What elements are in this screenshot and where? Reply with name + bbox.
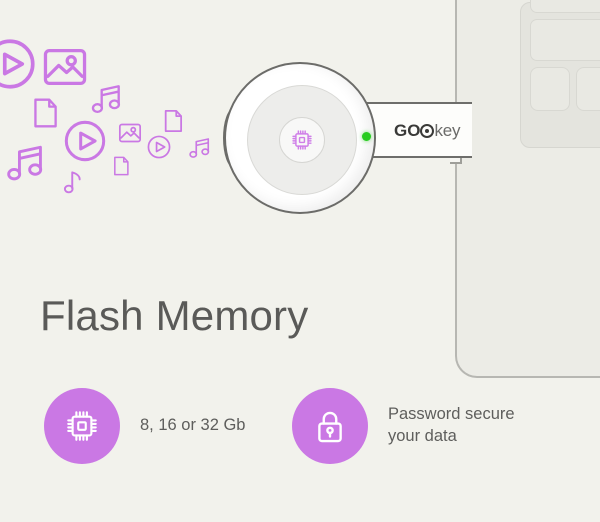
- play-circle-icon: [64, 120, 106, 162]
- keyboard-key: [576, 67, 600, 111]
- device-center: [279, 117, 325, 163]
- feature-capacity: 8, 16 or 32 Gb: [44, 388, 246, 464]
- status-led: [362, 132, 371, 141]
- logo-go-text: GO: [394, 121, 421, 140]
- keyboard-key: [530, 0, 600, 13]
- music-note-icon: [7, 145, 43, 181]
- feature-label: 8, 16 or 32 Gb: [140, 416, 246, 435]
- image-icon: [118, 123, 142, 143]
- chip-icon: [67, 411, 97, 441]
- document-icon: [164, 109, 183, 133]
- keyboard-key: [530, 19, 600, 61]
- music-note-icon: [63, 171, 81, 194]
- keyboard: [520, 0, 600, 148]
- feature-security: Password secure your data: [292, 388, 515, 464]
- play-circle-icon: [147, 135, 171, 159]
- page-title: Flash Memory: [40, 292, 309, 339]
- gokey-device: GO key: [223, 62, 472, 222]
- document-icon: [114, 156, 129, 176]
- feature-badge: [44, 388, 120, 464]
- feature-badge: [292, 388, 368, 464]
- image-icon: [43, 48, 87, 86]
- gokey-logo: GO key: [394, 118, 474, 144]
- device-body: [224, 62, 376, 214]
- laptop-illustration: [455, 0, 600, 378]
- music-note-icon: [91, 85, 121, 114]
- keyboard-key: [530, 67, 570, 111]
- play-circle-icon: [0, 39, 35, 89]
- music-note-icon: [189, 138, 210, 158]
- logo-key-text: key: [434, 121, 461, 140]
- document-icon: [34, 98, 57, 128]
- chip-icon: [292, 130, 312, 150]
- logo-target-icon: [420, 124, 435, 138]
- media-icon-cloud: [0, 0, 240, 230]
- lock-icon: [318, 411, 342, 443]
- feature-label: Password secure your data: [388, 405, 515, 445]
